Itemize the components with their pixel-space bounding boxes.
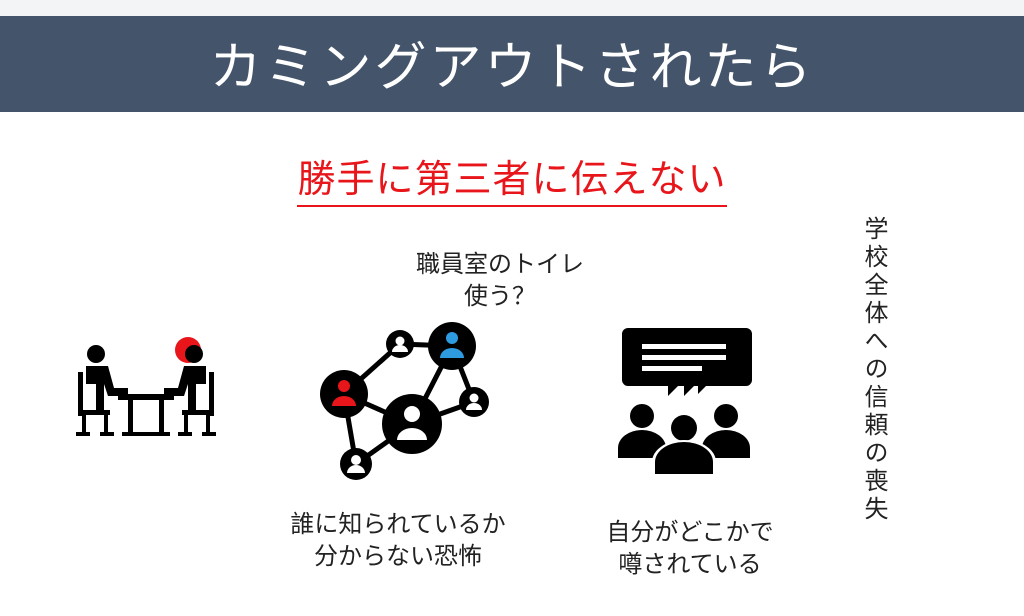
header-bar: カミングアウトされたら bbox=[0, 16, 1024, 112]
question-line-2: 使う？ bbox=[464, 282, 536, 310]
trust-loss-vertical-text: 学校全体への信頼の喪失 bbox=[860, 216, 888, 524]
subtitle-text: 勝手に第三者に伝えない bbox=[297, 157, 727, 207]
rumor-line-1: 自分がどこかで bbox=[606, 518, 774, 546]
question-line-1: 職員室のトイレ bbox=[416, 250, 584, 278]
question-text: 職員室のトイレ 使う？ bbox=[370, 248, 630, 312]
fear-text: 誰に知られているか 分からない恐怖 bbox=[248, 508, 548, 572]
fear-line-2: 分からない恐怖 bbox=[314, 542, 482, 570]
page-title: カミングアウトされたら bbox=[209, 37, 815, 98]
rumor-text: 自分がどこかで 噂されている bbox=[570, 516, 810, 580]
top-strip bbox=[0, 0, 1024, 16]
rumor-line-2: 噂されている bbox=[618, 550, 762, 578]
fear-line-1: 誰に知られているか bbox=[290, 510, 506, 538]
group-chat-icon bbox=[618, 328, 752, 474]
meeting-at-table-icon bbox=[76, 337, 216, 436]
network-node-red bbox=[320, 370, 368, 418]
subtitle: 勝手に第三者に伝えない bbox=[0, 148, 1024, 207]
network-people-icon bbox=[320, 322, 489, 480]
